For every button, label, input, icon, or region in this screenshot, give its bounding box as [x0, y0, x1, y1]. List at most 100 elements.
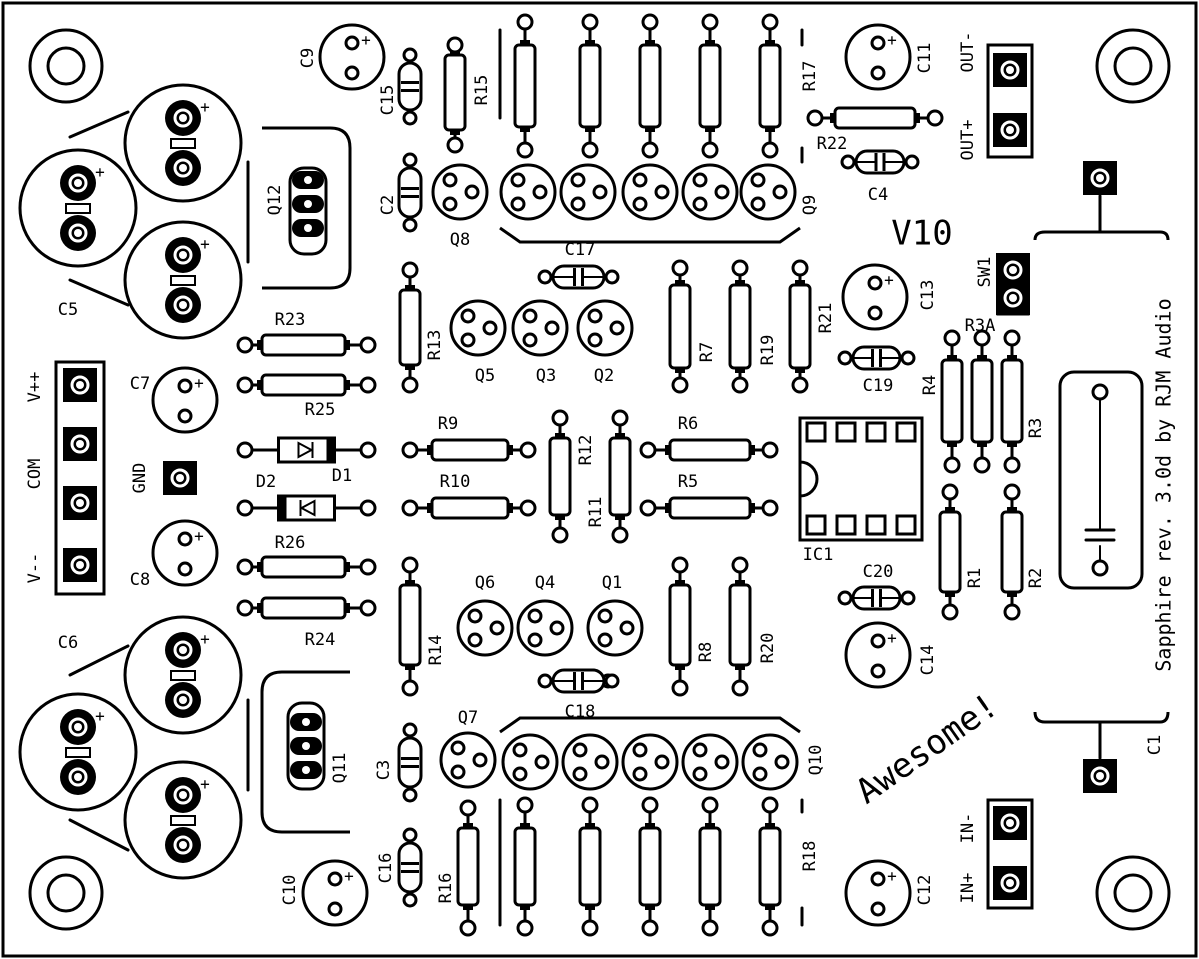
component-label: R15	[472, 75, 492, 106]
terminal-pad	[165, 632, 201, 668]
silk-line	[620, 716, 801, 734]
solder-pad	[671, 376, 689, 394]
solder-pad	[516, 919, 534, 937]
component-label: R12	[576, 435, 596, 466]
component-label: Q9	[800, 195, 820, 215]
component-label: OUT+	[958, 120, 978, 161]
solder-pad	[597, 608, 613, 624]
terminal-pad	[996, 281, 1030, 315]
component-label: C13	[918, 280, 938, 311]
solder-pad	[941, 483, 959, 501]
solder-pad	[632, 742, 648, 758]
resistor	[578, 812, 602, 921]
solder-pad	[692, 742, 708, 758]
film-capacitor	[397, 736, 423, 789]
mounting-hole	[28, 855, 104, 931]
solder-pad	[750, 196, 766, 212]
solder-pad	[537, 673, 553, 689]
terminal-pad	[60, 759, 96, 795]
solder-pad	[671, 556, 689, 574]
solder-pad	[510, 172, 526, 188]
solder-pad	[619, 620, 635, 636]
component-label: R6	[678, 414, 698, 434]
component-label: C6	[58, 633, 78, 653]
solder-pad	[442, 196, 458, 212]
solder-pad	[489, 620, 505, 636]
resistor	[638, 29, 662, 143]
solder-pad	[806, 109, 824, 127]
component-label: Q1	[602, 573, 622, 593]
solder-pad	[701, 141, 719, 159]
solder-pad	[532, 184, 548, 200]
solder-pad	[551, 526, 569, 544]
solder-pad	[641, 141, 659, 159]
solder-pad	[572, 742, 588, 758]
component-label: R2	[1026, 568, 1046, 588]
film-capacitor	[397, 841, 423, 894]
electrolytic-capacitor: +	[844, 23, 912, 91]
solder-pad	[641, 796, 659, 814]
heatsink-outline	[260, 670, 350, 834]
solder-pad	[551, 409, 569, 427]
solder-pad	[774, 754, 790, 770]
solder-pad	[870, 871, 886, 887]
terminal-pad	[60, 215, 96, 251]
component-label: V++	[25, 372, 45, 403]
solder-pad	[870, 35, 886, 51]
plus-sign: +	[887, 867, 897, 886]
component-label: R4	[920, 375, 940, 395]
electrolytic-capacitor: +	[151, 366, 219, 434]
pin-hole	[302, 742, 310, 750]
solder-pad	[359, 441, 377, 459]
silk-line	[620, 226, 801, 244]
solder-pad	[870, 633, 886, 649]
solder-pad	[973, 456, 991, 474]
resistor	[668, 275, 692, 378]
solder-pad	[701, 796, 719, 814]
component-label: Q7	[458, 708, 478, 728]
resistor	[417, 496, 521, 520]
pin-hole	[302, 718, 310, 726]
solder-pad	[701, 919, 719, 937]
solder-pad	[534, 754, 550, 770]
ic-pin	[865, 514, 887, 536]
solder-pad	[401, 261, 419, 279]
terminal-pad	[993, 866, 1027, 900]
solder-pad	[639, 441, 657, 459]
solder-pad	[570, 172, 586, 188]
solder-pad	[522, 308, 538, 324]
terminal-pad	[60, 165, 96, 201]
component-label: Q4	[535, 573, 555, 593]
component-label: V--	[25, 553, 45, 584]
mounting-hole	[1095, 855, 1171, 931]
electrolytic-capacitor: +	[318, 23, 386, 91]
component-label: Q12	[265, 185, 285, 216]
film-capacitor	[551, 264, 606, 290]
solder-pad	[870, 663, 886, 679]
solder-pad	[761, 499, 779, 517]
solder-pad	[327, 901, 343, 917]
film-capacitor	[551, 668, 606, 694]
component-label: SW1	[975, 257, 995, 288]
solder-pad	[1091, 559, 1109, 577]
silk-line	[68, 110, 130, 139]
solder-pad	[604, 269, 620, 285]
resistor	[456, 815, 480, 921]
terminal-pad	[165, 287, 201, 323]
solder-pad	[731, 259, 749, 277]
component-label: C15	[378, 85, 398, 116]
solder-pad	[594, 754, 610, 770]
solder-pad	[632, 172, 648, 188]
resistor	[668, 572, 692, 681]
solder-pad	[359, 558, 377, 576]
solder-pad	[512, 766, 528, 782]
solder-pad	[772, 184, 788, 200]
component-label: R16	[436, 873, 456, 904]
component-label: R3	[1026, 418, 1046, 438]
component-label: R23	[275, 310, 306, 330]
solder-pad	[597, 632, 613, 648]
plus-sign: +	[887, 629, 897, 648]
solder-pad	[460, 308, 476, 324]
solder-pad	[611, 409, 629, 427]
